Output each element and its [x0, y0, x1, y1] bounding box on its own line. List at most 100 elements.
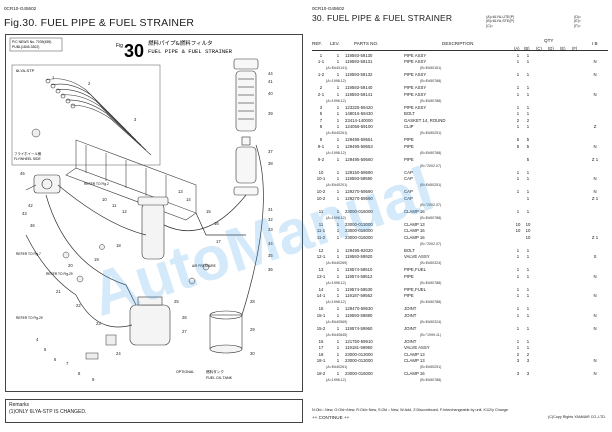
title-jp: 燃料パイプ&燃料フィルタ	[148, 39, 213, 47]
kubun-line: (C)= (F)=	[486, 24, 581, 28]
level: 1	[336, 351, 340, 357]
level: 1	[336, 195, 340, 201]
level: 1	[336, 371, 340, 377]
callout: 3	[134, 117, 137, 122]
description: CLAMP 16	[404, 371, 425, 377]
ref-no: 12-1	[316, 254, 326, 260]
ref-no: 10-1	[316, 176, 326, 182]
level: 1	[336, 254, 340, 260]
qty-b: 5	[526, 156, 530, 162]
part-number: 119593-59880	[345, 312, 373, 318]
table-subrow: (A=1998.12)(B=E#50788)	[312, 98, 608, 105]
level: 1	[336, 306, 340, 312]
description: PIPE	[404, 156, 414, 162]
callout: 12	[122, 209, 127, 214]
ref-no: 11	[318, 208, 324, 214]
qty-b: 5	[526, 143, 530, 149]
part-number: 129270-59590	[345, 195, 373, 201]
engine-outline	[65, 139, 197, 221]
catalog-code-right: 0CR10-G45602	[312, 6, 345, 11]
callout: 2	[88, 81, 91, 86]
fuel-filter	[233, 58, 259, 196]
part-number: 23000-013000	[345, 358, 373, 364]
interchange-code: Z	[593, 124, 597, 130]
callout: 30	[250, 351, 255, 356]
level: 1	[336, 169, 340, 175]
level: 1	[336, 325, 340, 331]
table-subrow: (A=1998.12)(B=E#50788)	[312, 377, 608, 384]
qty-a: 1	[516, 306, 520, 312]
refer-note-1: REFER TO Fig.2	[84, 182, 109, 186]
remarks-box: Remarks (1)ONLY 6LYA-STP IS CHANGED.	[5, 399, 303, 423]
description: CLAMP 16	[404, 228, 425, 234]
description: PIPE	[404, 143, 414, 149]
qty-b: 1	[526, 169, 530, 175]
level: 1	[336, 286, 340, 292]
description: CAP	[404, 189, 413, 195]
part-number: 23000-013000	[345, 221, 373, 227]
qty-b: 1	[526, 52, 530, 58]
level: 1	[336, 91, 340, 97]
callout: 11	[112, 203, 117, 208]
serial-range-b: (B=E#50251)	[420, 183, 442, 188]
serial-range-a: (A=E#40261)	[326, 365, 348, 370]
table-subrow: (A=E#40845)(B="1999.11)	[312, 332, 608, 339]
description: PIPE ASSY	[404, 59, 427, 65]
callout: 46	[30, 223, 35, 228]
serial-range-b: (B=E#50251)	[420, 131, 442, 136]
qty-a: 1	[516, 176, 520, 182]
callout: 10	[102, 197, 107, 202]
table-subrow: (A=E#40201)(B=E#50251)	[312, 182, 608, 189]
qty-a: 1	[516, 267, 520, 273]
interchange-code: N	[593, 143, 597, 149]
level: 1	[336, 117, 340, 123]
serial-range-b: (B=E#50788)	[420, 150, 442, 155]
ref-no: 17	[318, 345, 324, 351]
description: JOINT	[404, 306, 417, 312]
ref-no: 11-2	[316, 234, 326, 240]
right-page: 0CR10-G45602 30. FUEL PIPE & FUEL STRAIN…	[306, 0, 612, 432]
ref-no: 5	[319, 111, 323, 117]
level: 1	[336, 208, 340, 214]
callout: 29	[250, 327, 255, 332]
qty-a: 2	[516, 351, 520, 357]
ref-no: 14	[318, 286, 324, 292]
fig-label: Fig	[116, 43, 123, 49]
table-subrow: (B="2002.07)	[312, 163, 608, 170]
serial-range-a: (A=1998.12)	[326, 98, 346, 103]
copyright: (C)Copy Rights YANMAR CO.,LTD.	[548, 415, 606, 419]
qty-a: 1	[516, 85, 520, 91]
ref-no: 18	[318, 351, 324, 357]
remarks-line: (1)ONLY 6LYA-STP IS CHANGED.	[9, 409, 87, 415]
description: CAP	[404, 169, 413, 175]
interchange-code: N	[593, 371, 597, 377]
level: 1	[336, 85, 340, 91]
level: 1	[336, 137, 340, 143]
refer-note-4: REFER TO Fig.29	[16, 316, 43, 320]
kubun-mark: (F)=	[574, 23, 581, 28]
ref-no: 16	[318, 338, 324, 344]
serial-range-b: (B=E#50324)	[420, 319, 442, 324]
callout: 22	[76, 303, 81, 308]
part-number: 129495-92020	[345, 247, 373, 253]
feed-pump	[25, 174, 61, 194]
qty-a: 1	[516, 124, 520, 130]
level: 1	[336, 59, 340, 65]
level: 1	[336, 345, 340, 351]
serial-range-a: (A=1998.12)	[326, 280, 346, 285]
serial-range-b: (B=E#50251)	[420, 365, 442, 370]
serial-range-a: (A=E#40845)	[326, 332, 348, 337]
callout: 37	[268, 149, 273, 154]
qty-b: 1	[526, 189, 530, 195]
callout: 15	[206, 209, 211, 214]
stamp-line-2: PUBL(1845-3302)	[12, 45, 39, 49]
qty-b: 1	[526, 345, 530, 351]
description: CLAMP 16	[404, 234, 425, 240]
table-subrow: (A=1998.12)(B=E#50788)	[312, 299, 608, 306]
